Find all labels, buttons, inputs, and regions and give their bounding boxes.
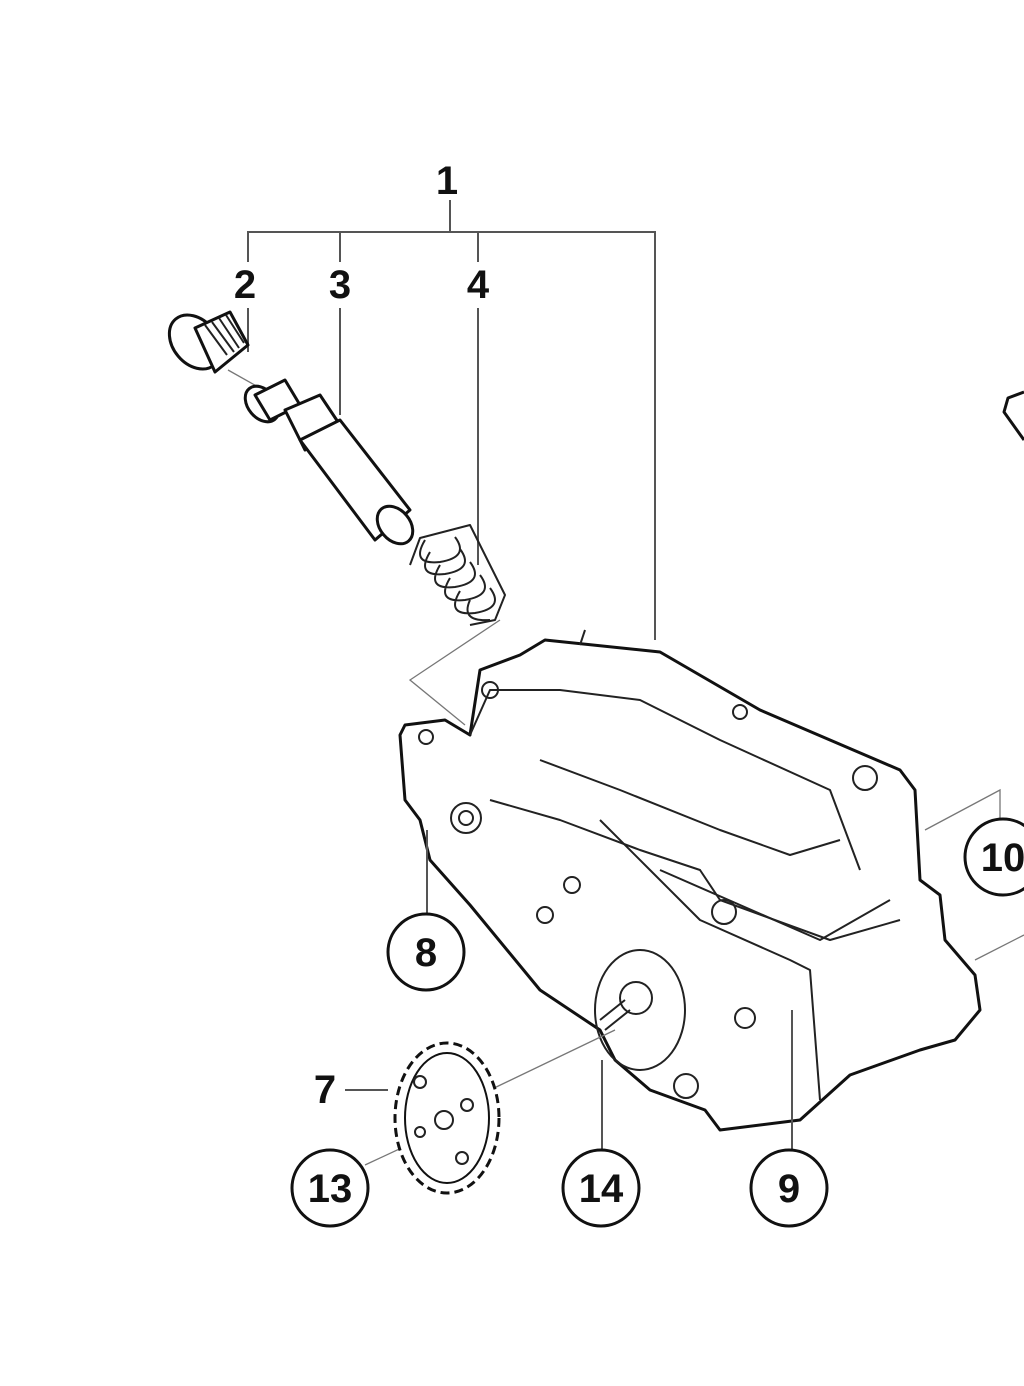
spring-part-4[interactable]: [409, 524, 506, 626]
leader-10: [924, 788, 1001, 831]
callout-1[interactable]: 1: [436, 159, 458, 203]
callout-8: 8: [415, 931, 437, 975]
plug-screw-part-2[interactable]: [159, 305, 250, 379]
leader-10b: [974, 934, 1024, 961]
callout-10-circle[interactable]: 10: [963, 817, 1024, 897]
axis-line: [408, 619, 501, 726]
callout-10: 10: [981, 836, 1024, 880]
oil-pump-housing[interactable]: [398, 629, 982, 1132]
callout-13: 13: [308, 1167, 353, 1211]
callout-2[interactable]: 2: [234, 263, 256, 307]
axis-line: [489, 1029, 616, 1091]
callout-3[interactable]: 3: [329, 263, 351, 307]
callout-9: 9: [778, 1167, 800, 1211]
sprocket-part-7[interactable]: [393, 1041, 501, 1195]
group-bracket-1: [247, 200, 656, 640]
piston-part-3[interactable]: [238, 378, 420, 551]
callout-9-circle[interactable]: 9: [749, 1148, 829, 1228]
callout-8-circle[interactable]: 8: [386, 912, 466, 992]
partial-part: [1002, 390, 1024, 441]
callout-14-circle[interactable]: 14: [561, 1148, 641, 1228]
callout-13-circle[interactable]: 13: [290, 1148, 370, 1228]
callout-4[interactable]: 4: [467, 263, 490, 307]
callout-7[interactable]: 7: [314, 1068, 336, 1112]
callout-14: 14: [579, 1167, 624, 1211]
